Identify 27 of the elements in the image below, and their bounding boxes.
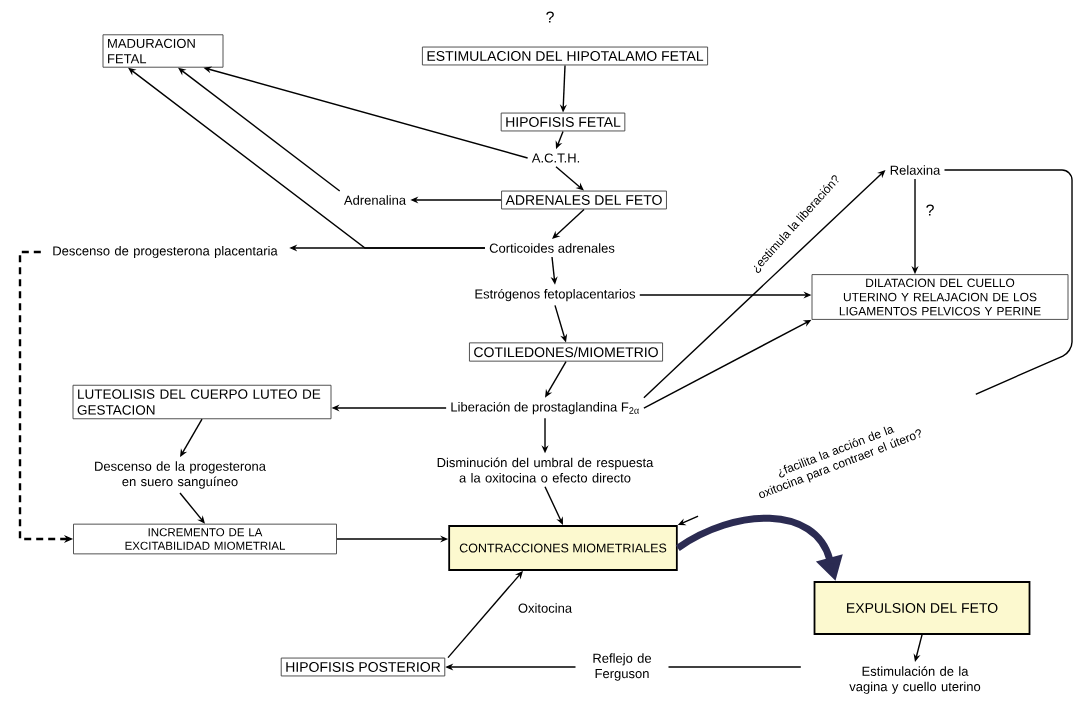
arrow	[179, 492, 205, 524]
step-text: Estrógenos fetoplacentarios	[475, 288, 636, 302]
process-box: MADURACION FETAL	[102, 34, 224, 68]
highlight-box: EXPULSION DEL FETO	[813, 581, 1031, 635]
edge-label: Reflejo de Ferguson	[575, 651, 669, 683]
step-text: Descenso de progesterona placentaria	[53, 245, 278, 259]
step-text: Descenso de la progesterona en suero sanguíneo	[95, 461, 266, 489]
process-box: HIPOFISIS POSTERIOR	[280, 657, 446, 677]
process-box: ADRENALES DEL FETO	[501, 190, 667, 210]
edge-label: ?	[924, 202, 936, 218]
question-mark: ?	[546, 11, 554, 23]
process-box: COTILEDONES/MIOMETRIO	[469, 342, 664, 362]
step-text: Relaxina	[890, 165, 941, 175]
step-text: Estimulación de la vagina y cuello uterino	[849, 666, 981, 694]
step-text: Disminución del umbral de respuesta a la oxitocina o efecto directo	[437, 457, 654, 483]
step-text: A.C.T.H.	[531, 153, 580, 163]
highlight-box: CONTRACCIONES MIOMETRIALES	[448, 525, 678, 571]
process-box: LUTEOLISIS DEL CUERPO LUTEO DE GESTACION	[72, 384, 332, 420]
edge-label: Oxitocina	[516, 601, 574, 615]
step-text: Liberación de prostaglandina F$_{2α}$	[451, 401, 639, 415]
arrow	[555, 166, 584, 191]
process-box: INCREMENTO DE LA EXCITABILIDAD MIOMETRIAL	[73, 523, 337, 555]
process-box: HIPOFISIS FETAL	[500, 112, 626, 132]
step-text: Adrenalina	[343, 195, 407, 205]
process-box: ESTIMULACION DEL HIPOTALAMO FETAL	[421, 46, 709, 66]
process-box: DILATACION DEL CUELLO UTERINO Y RELAJACION DE LOS LIGAMENTOS PELVICOS Y PERINE	[811, 274, 1069, 320]
step-text: Corticoides adrenales	[489, 243, 615, 253]
